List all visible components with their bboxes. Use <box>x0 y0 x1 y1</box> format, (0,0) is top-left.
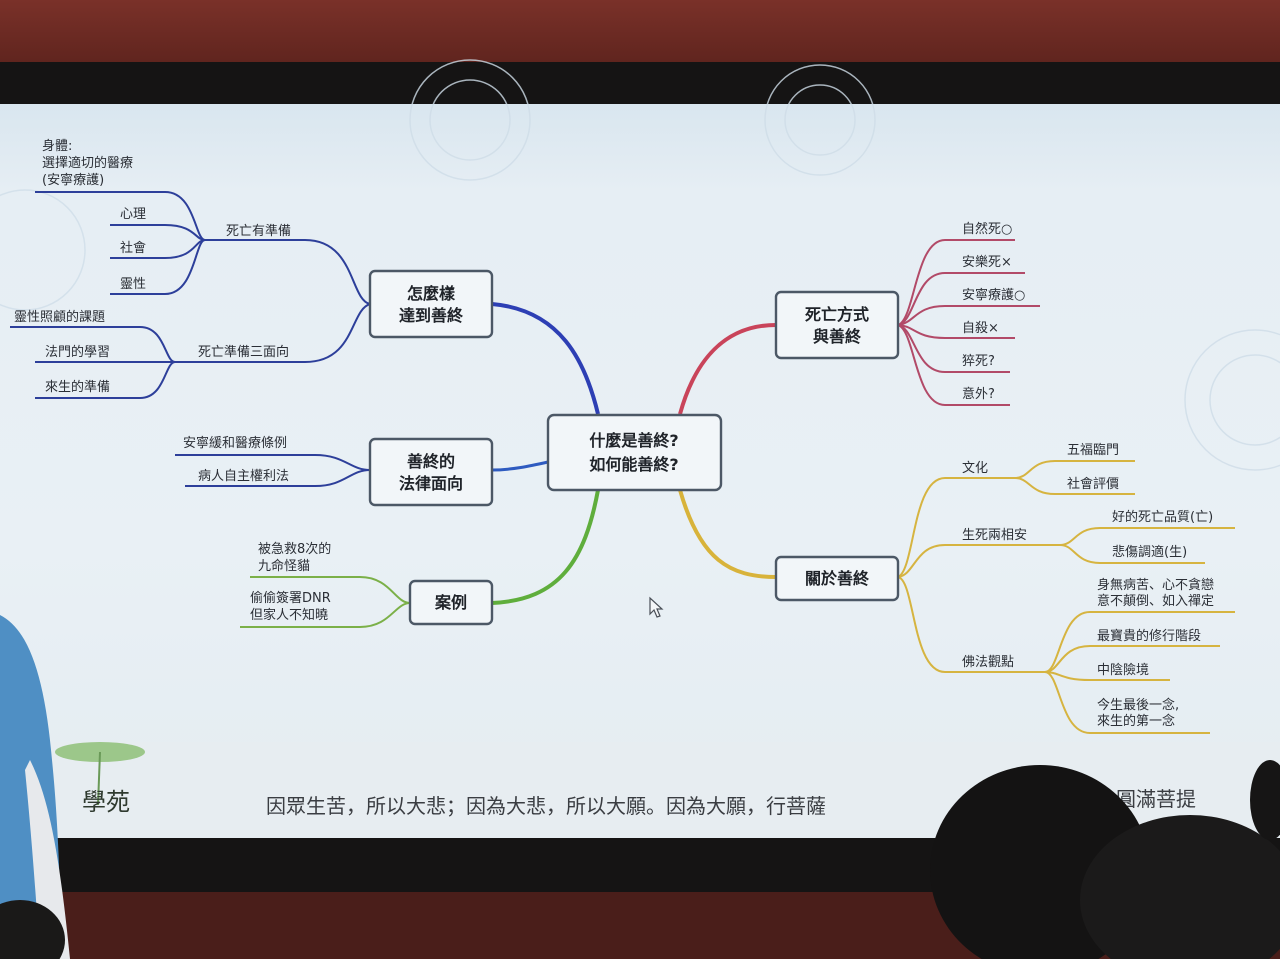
d1-label: 自然死○ <box>962 221 1012 237</box>
buddhist-label: 佛法觀點 <box>962 655 1014 670</box>
footer-motto-end: 圓滿菩提 <box>1116 787 1196 811</box>
mouse-cursor-icon <box>649 596 664 618</box>
d3-label: 安寧療護○ <box>962 287 1025 303</box>
d6-label: 意外? <box>962 386 995 402</box>
social-label: 社會 <box>120 240 146 256</box>
b1-line2: 意不顛倒、如入禪定 <box>1097 593 1214 609</box>
b2-label: 最寶貴的修行階段 <box>1097 628 1201 644</box>
death-line1: 死亡方式 <box>805 305 869 324</box>
center-node <box>546 413 723 492</box>
center-line1: 什麼是善終? <box>589 431 678 450</box>
m1-label: 好的死亡品質(亡) <box>1112 509 1213 525</box>
about-links <box>897 460 1235 734</box>
wall-top <box>0 0 1280 70</box>
body-line1: 身體: <box>42 138 72 154</box>
presenter-figure <box>0 615 70 959</box>
case2-line2: 但家人不知曉 <box>250 607 328 623</box>
b4-line1: 今生最後一念, <box>1097 697 1179 713</box>
body-line3: (安寧療護) <box>42 172 104 188</box>
death-line2: 與善終 <box>813 327 862 346</box>
footer-motto: 因眾生苦，所以大悲；因為大悲，所以大願。因為大願，行菩薩 <box>266 794 826 818</box>
lotus-logo: 學苑 <box>55 742 145 816</box>
link-center-law <box>491 460 549 472</box>
d2-label: 安樂死× <box>962 254 1012 270</box>
case1-line1: 被急救8次的 <box>258 541 331 557</box>
death-node <box>774 290 900 360</box>
b4-line2: 來生的第一念 <box>1097 713 1175 729</box>
prep-label: 死亡有準備 <box>226 223 291 239</box>
law-node <box>368 437 494 507</box>
law2-label: 病人自主權利法 <box>198 469 289 484</box>
spirit-care-label: 靈性照顧的課題 <box>14 309 105 325</box>
spirit-label: 靈性 <box>120 277 146 292</box>
howto-line2: 達到善終 <box>399 306 464 325</box>
m2-label: 悲傷調適(生) <box>1112 544 1187 560</box>
law-line2: 法律面向 <box>399 474 463 493</box>
about-label: 關於善終 <box>805 569 870 588</box>
law-links <box>175 454 371 487</box>
three-label: 死亡準備三面向 <box>198 344 289 360</box>
death-links <box>897 239 1040 406</box>
culture-label: 文化 <box>962 461 988 476</box>
howto-line1: 怎麼樣 <box>407 284 456 303</box>
law1-label: 安寧緩和醫療條例 <box>183 435 287 451</box>
b3-label: 中陰險境 <box>1097 663 1149 678</box>
case-node <box>408 579 494 626</box>
case-links <box>240 576 411 628</box>
link-center-about <box>678 489 777 579</box>
link-center-howto <box>491 302 600 415</box>
about-node <box>774 555 900 602</box>
link-center-case <box>491 489 600 605</box>
case2-line1: 偷偷簽署DNR <box>250 590 331 606</box>
howto-links <box>10 191 371 399</box>
law-line1: 善終的 <box>407 452 455 471</box>
d5-label: 猝死? <box>962 354 995 369</box>
afterlife-label: 來生的準備 <box>45 379 110 395</box>
c2-label: 社會評價 <box>1067 476 1119 492</box>
d4-label: 自殺× <box>962 321 999 336</box>
body-line2: 選擇適切的醫療 <box>42 155 133 171</box>
case1-line2: 九命怪貓 <box>258 558 310 574</box>
mutual-label: 生死兩相安 <box>962 528 1027 543</box>
link-center-death <box>678 323 777 415</box>
center-line2: 如何能善終? <box>589 455 678 474</box>
audience-heads <box>0 760 1280 959</box>
case-label: 案例 <box>434 593 467 612</box>
mandala-decoration <box>0 59 1280 471</box>
c1-label: 五福臨門 <box>1067 443 1119 458</box>
dharma-label: 法門的學習 <box>45 344 110 360</box>
psych-label: 心理 <box>120 207 146 222</box>
b1-line1: 身無病苦、心不貪戀 <box>1097 577 1214 593</box>
howto-node <box>368 269 494 339</box>
logo-text: 學苑 <box>82 788 130 816</box>
